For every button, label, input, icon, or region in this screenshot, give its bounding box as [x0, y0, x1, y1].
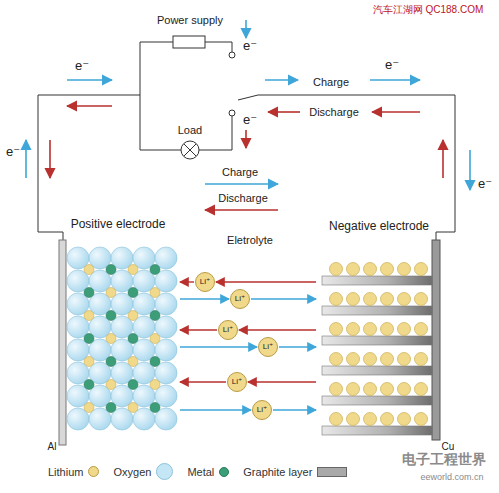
- component-label: Power supply: [157, 14, 223, 26]
- legend-item: Lithium: [48, 466, 99, 478]
- ion-label: Li⁺: [263, 343, 273, 352]
- ion-label: Li⁺: [257, 406, 267, 415]
- region-label: Eletrolyte: [227, 234, 273, 246]
- watermark: 电子工程世界: [402, 452, 486, 467]
- lithium-ion: Li⁺: [227, 372, 247, 392]
- graphite-layers: [322, 263, 432, 436]
- legend-swatch: [156, 463, 173, 480]
- ion-flow-arrow: [273, 409, 316, 410]
- lithium-ion: Li⁺: [258, 337, 278, 357]
- electrode-region: Positive electrode: [56, 214, 180, 448]
- electrode-heading: Negative electrode: [329, 220, 429, 233]
- legend-item: Oxygen: [113, 463, 173, 480]
- ion-flow-arrow: [251, 298, 316, 299]
- watermark: 汽车江湖网 QC188.COM: [373, 4, 484, 15]
- lithium-ion: Li⁺: [230, 289, 250, 309]
- electrode-region: Negative electrode: [316, 216, 442, 442]
- part-label: Cu: [442, 441, 455, 452]
- flow-label: Charge: [222, 166, 258, 178]
- legend-swatch: [219, 467, 229, 477]
- ion-flow-arrow: [180, 329, 217, 330]
- ion-flow-arrow: [180, 281, 194, 282]
- electron-label: e⁻: [75, 59, 89, 73]
- ion-label: Li⁺: [235, 295, 245, 304]
- electron-label: e⁻: [243, 39, 257, 53]
- electron-label: e⁻: [6, 145, 20, 159]
- lithium-ion: Li⁺: [195, 272, 215, 292]
- switch-contact: [229, 52, 235, 58]
- component-label: Load: [178, 124, 202, 136]
- ion-label: Li⁺: [223, 326, 233, 335]
- circuit-wires: [38, 36, 455, 240]
- legend-item: Metal: [187, 466, 229, 478]
- copper-collector: [432, 240, 440, 440]
- legend-text: Oxygen: [113, 466, 151, 478]
- ion-flow-arrow: [180, 409, 251, 410]
- power-supply-symbol: [173, 36, 205, 48]
- ion-label: Li⁺: [200, 278, 210, 287]
- legend: Lithium Oxygen Metal Graphite layer: [48, 463, 361, 480]
- ion-flow-arrow: [248, 381, 316, 382]
- ion-flow-arrow: [180, 346, 257, 347]
- legend-text: Graphite layer: [243, 466, 312, 478]
- part-label: Al: [48, 441, 57, 452]
- legend-swatch: [88, 466, 99, 477]
- legend-item: Graphite layer: [243, 466, 347, 478]
- lithium-ion: Li⁺: [252, 400, 272, 420]
- switch-contact: [229, 110, 235, 116]
- ion-label: Li⁺: [232, 378, 242, 387]
- legend-text: Lithium: [48, 466, 83, 478]
- cathode-lattice: [67, 247, 177, 430]
- legend-swatch: [317, 467, 347, 477]
- ion-flow-arrow: [180, 381, 226, 382]
- watermark: eeworld.com.cn: [420, 473, 483, 483]
- lamp-symbol: [181, 141, 199, 159]
- electrode-heading: Positive electrode: [71, 218, 166, 231]
- ion-flow-arrow: [279, 346, 316, 347]
- ion-flow-arrow: [216, 281, 316, 282]
- electron-flow-arrows: [26, 20, 470, 210]
- lithium-ion: Li⁺: [218, 320, 238, 340]
- ion-flow-arrow: [239, 329, 316, 330]
- flow-label: Discharge: [309, 106, 359, 118]
- legend-text: Metal: [187, 466, 214, 478]
- aluminium-collector: [59, 240, 66, 445]
- electron-label: e⁻: [478, 177, 492, 191]
- flow-label: Discharge: [218, 192, 268, 204]
- electron-label: e⁻: [243, 113, 257, 127]
- ion-flow-arrow: [180, 298, 229, 299]
- flow-label: Charge: [313, 76, 349, 88]
- electron-label: e⁻: [385, 58, 399, 72]
